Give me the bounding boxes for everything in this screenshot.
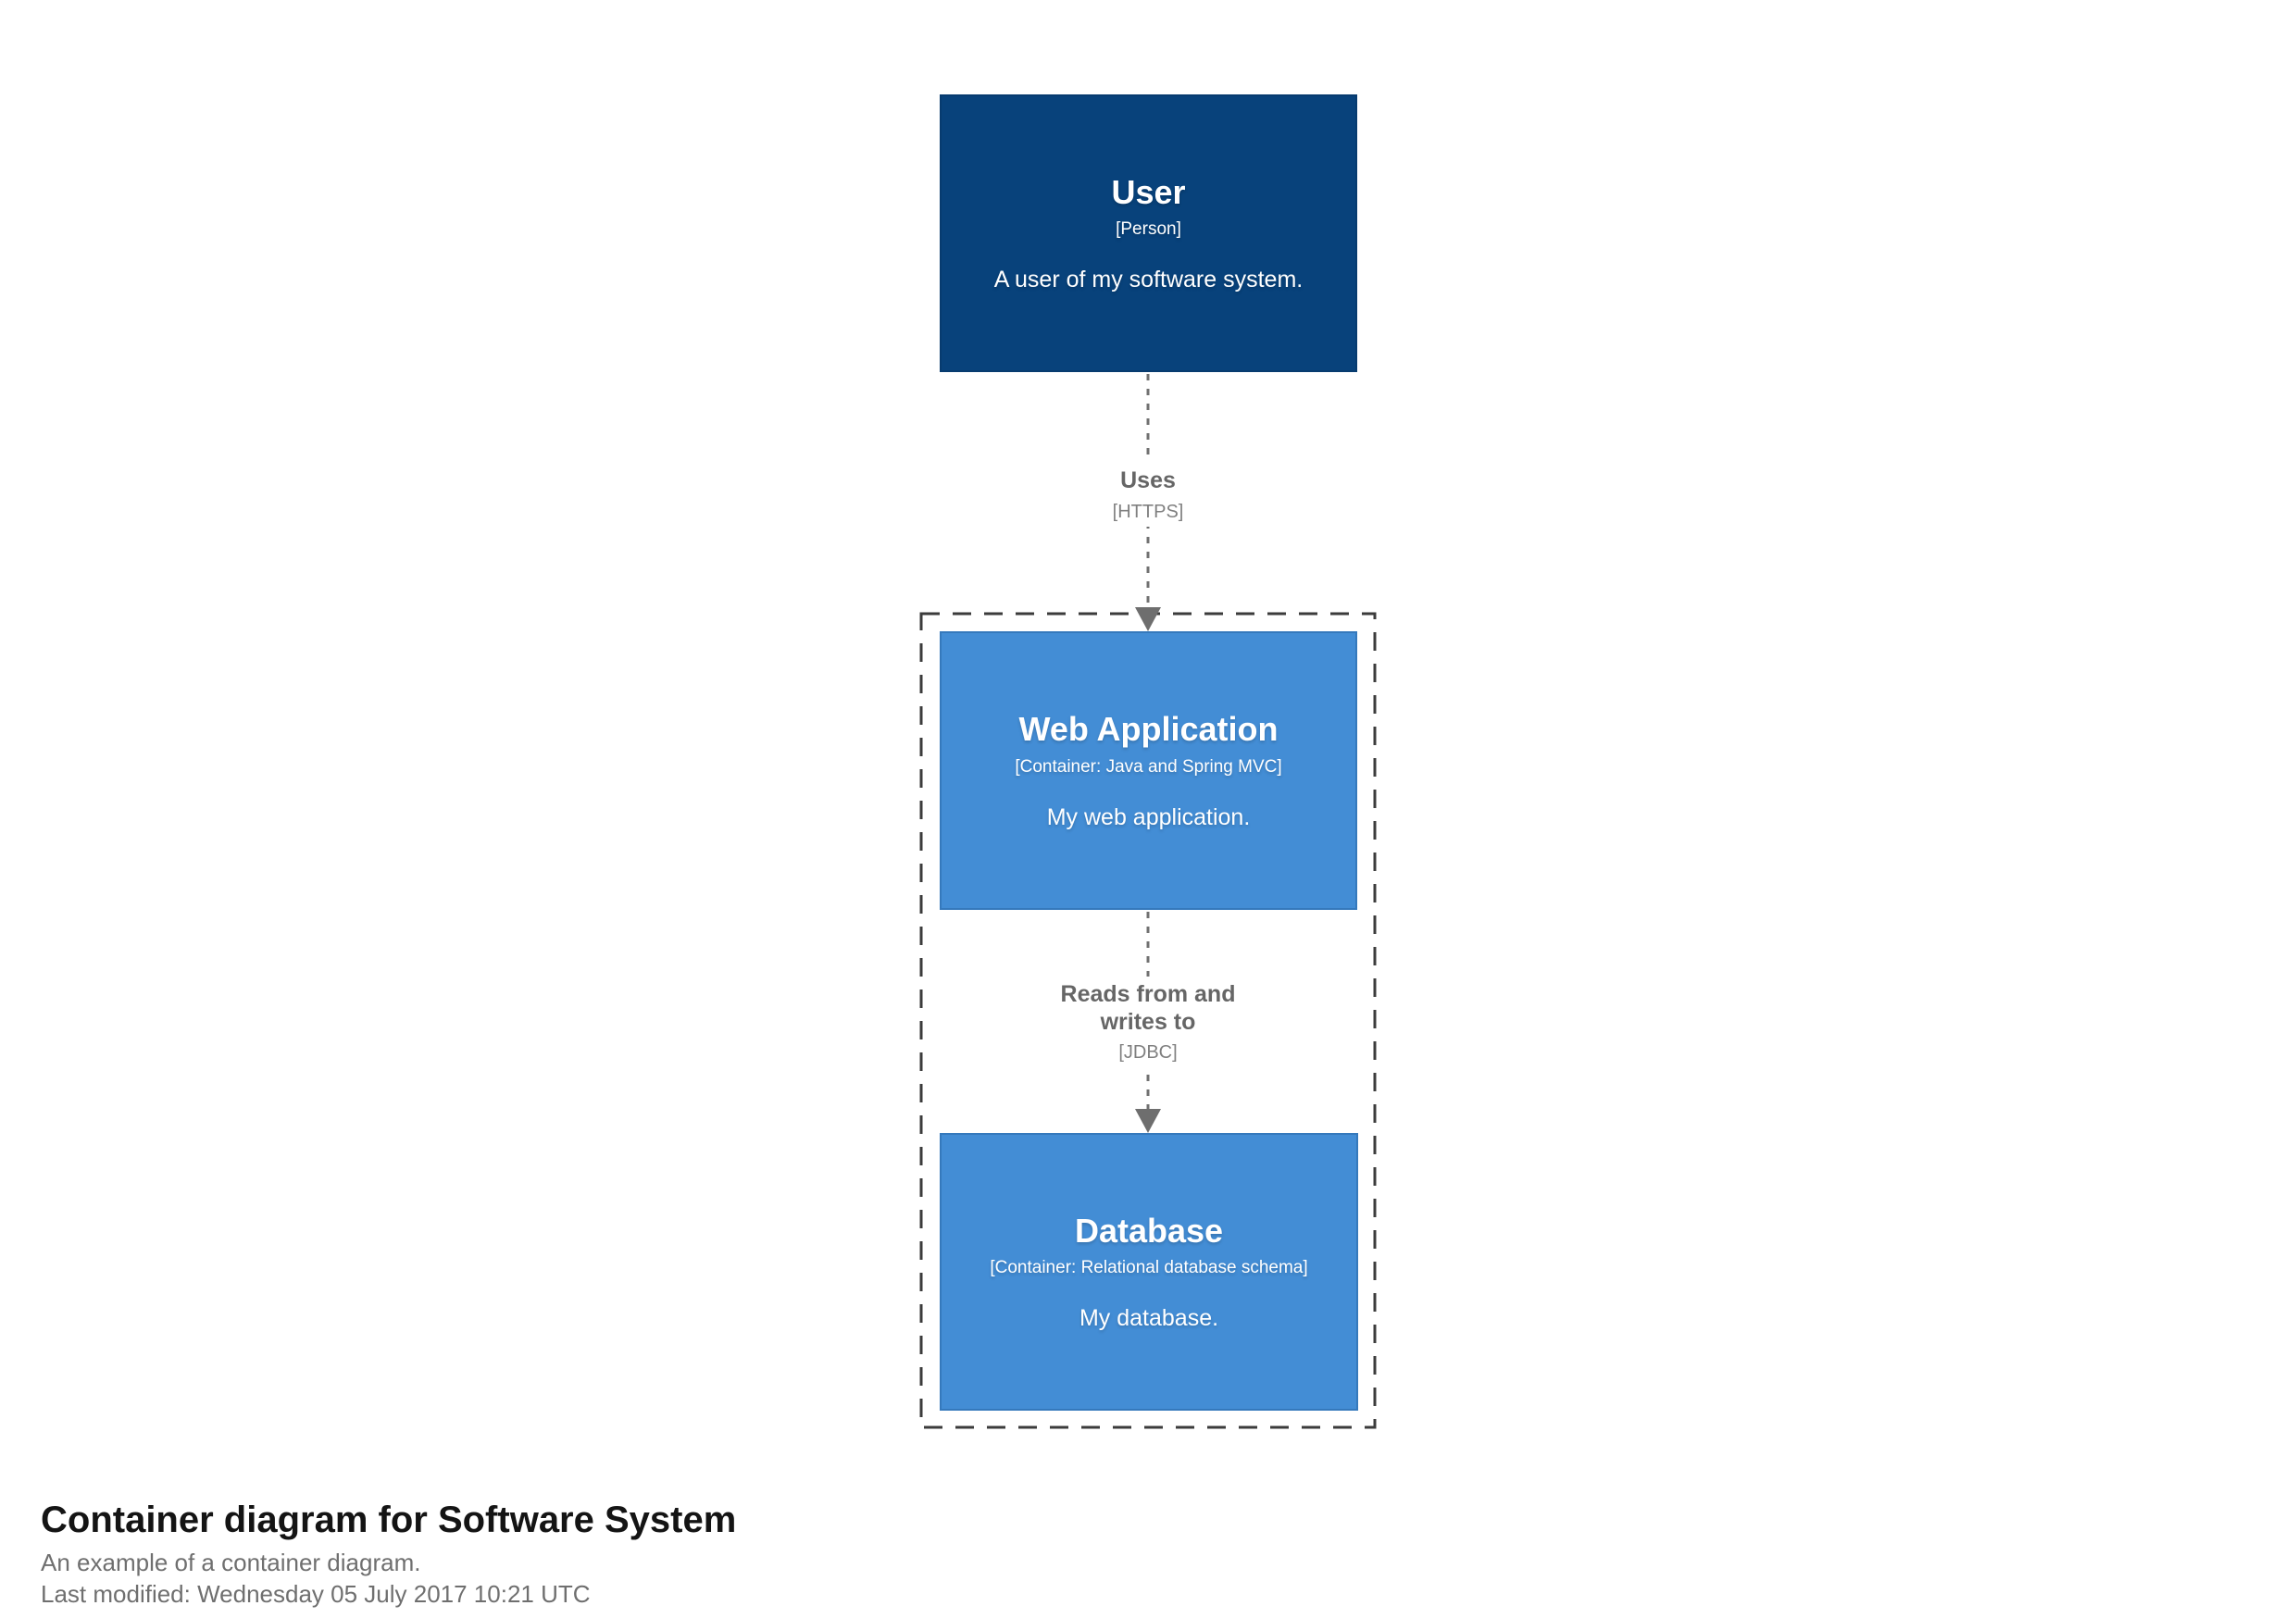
element-metadata: [Container: Java and Spring MVC]	[1015, 756, 1282, 777]
diagram-title: Container diagram for Software System	[41, 1500, 737, 1540]
relationship-technology: [HTTPS]	[1112, 501, 1184, 522]
element-description: My database.	[1079, 1305, 1219, 1332]
element-name: Database	[1074, 1211, 1224, 1250]
relationship-label-jdbc: Reads from and writes to [JDBC]	[1038, 977, 1258, 1067]
element-description: A user of my software system.	[993, 267, 1304, 293]
element-description: My web application.	[1046, 803, 1251, 830]
person-box-user: User [Person] A user of my software syst…	[940, 94, 1357, 372]
relationship-label-uses: Uses [HTTPS]	[1099, 463, 1197, 527]
element-name: User	[1111, 172, 1186, 211]
relationship-name: Uses	[1120, 467, 1176, 493]
element-name: Web Application	[1018, 710, 1279, 749]
arrowhead-down-icon	[1135, 607, 1161, 631]
diagram-subtitle: An example of a container diagram.	[41, 1549, 421, 1576]
relationship-name: Reads from and writes to	[1060, 981, 1236, 1035]
diagram-last-modified: Last modified: Wednesday 05 July 2017 10…	[41, 1579, 591, 1608]
relationship-technology: [JDBC]	[1118, 1042, 1178, 1063]
container-box-database: Database [Container: Relational database…	[940, 1133, 1358, 1411]
element-metadata: [Container: Relational database schema]	[990, 1258, 1308, 1278]
arrowhead-down-icon	[1135, 1109, 1161, 1133]
container-box-web-application: Web Application [Container: Java and Spr…	[940, 631, 1357, 910]
element-metadata: [Person]	[1116, 219, 1181, 240]
diagram-footer: Container diagram for Software System An…	[41, 1498, 736, 1608]
